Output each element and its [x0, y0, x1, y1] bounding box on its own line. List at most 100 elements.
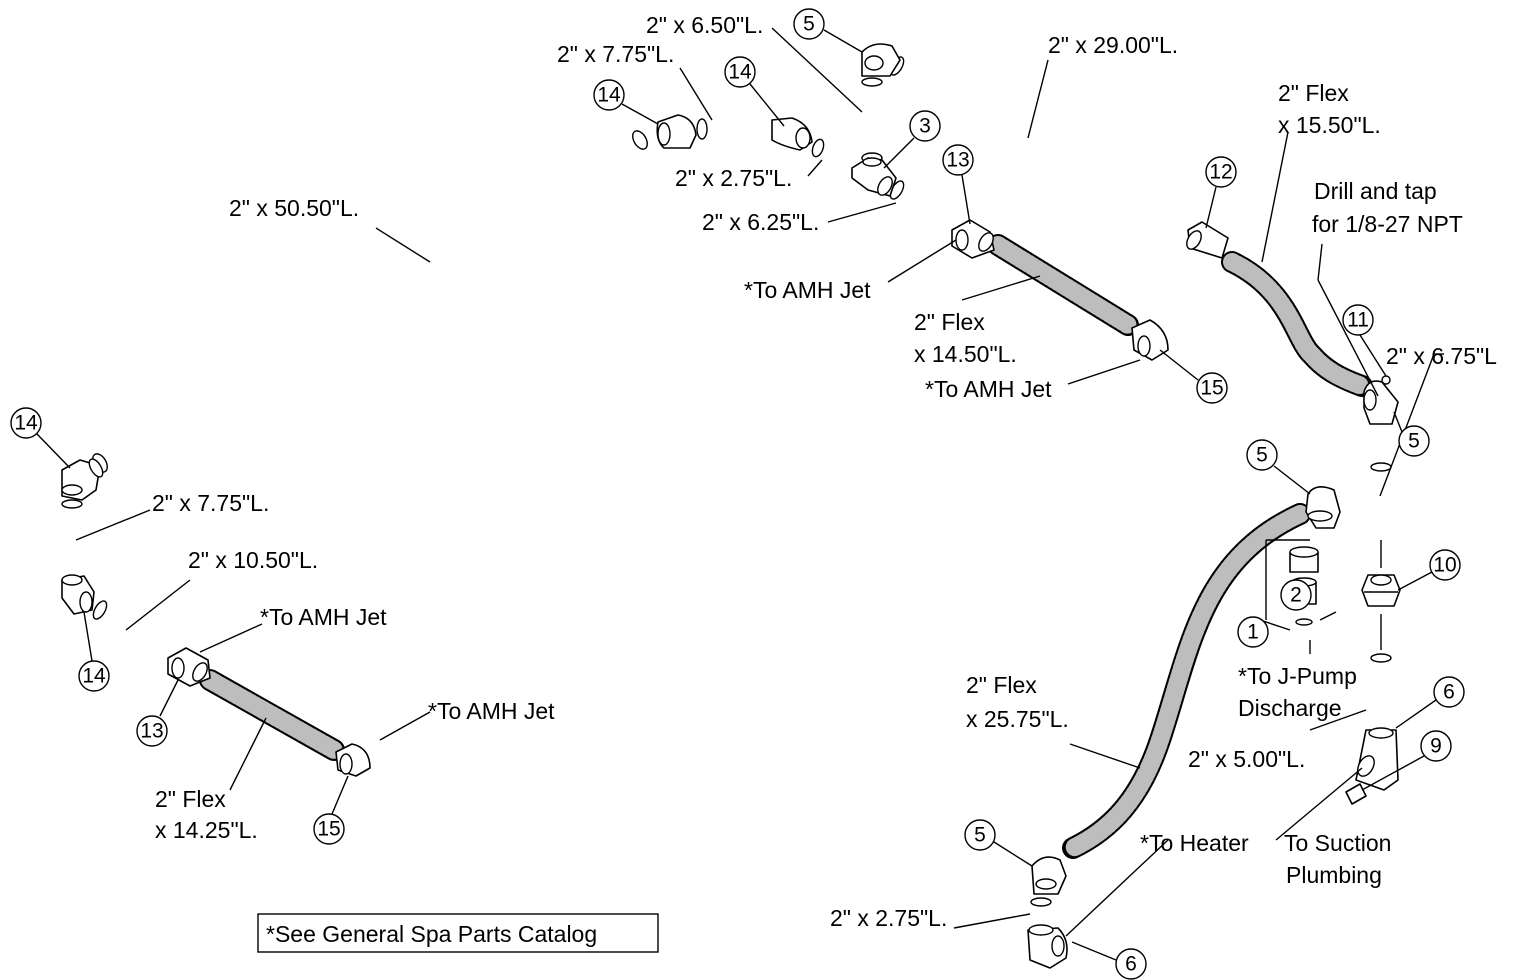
note-box: *See General Spa Parts Catalog — [257, 913, 659, 953]
label-flex-25-75-line1: 2" Flex — [966, 672, 1037, 698]
callout-2: 2 — [1280, 579, 1312, 611]
label-to-suction-line2: Plumbing — [1286, 862, 1382, 888]
leaders — [75, 27, 1444, 937]
callout-bubbles: 14 14 5 3 13 12 11 — [10, 8, 1465, 980]
callout-10: 10 — [1397, 549, 1461, 591]
fittings — [61, 43, 1401, 969]
label-pipe-2-75-top: 2" x 2.75"L. — [675, 165, 792, 191]
union-10 — [1361, 574, 1401, 607]
label-to-heater: *To Heater — [1140, 830, 1249, 856]
callout-9: 9 — [1361, 730, 1452, 791]
svg-text:11: 11 — [1347, 309, 1369, 332]
tee-13-top — [951, 219, 995, 259]
label-to-amh-jet-2: *To AMH Jet — [925, 376, 1052, 402]
svg-text:6: 6 — [1443, 681, 1455, 704]
note-text: *See General Spa Parts Catalog — [266, 921, 597, 947]
svg-text:13: 13 — [140, 720, 163, 743]
labels: 2" x 50.50"L. 2" x 7.75"L. 2" x 6.50"L. … — [152, 12, 1497, 931]
pipe-7-75-left — [61, 497, 83, 576]
elbow-6-bottom — [1027, 924, 1068, 969]
callout-14-top-left: 14 — [593, 79, 659, 125]
pipes — [61, 55, 1392, 932]
label-pipe-10-50: 2" x 10.50"L. — [188, 547, 318, 573]
svg-text:15: 15 — [1200, 377, 1223, 400]
label-flex-15-50-line1: 2" Flex — [1278, 80, 1349, 106]
label-pipe-6-50: 2" x 6.50"L. — [646, 12, 763, 38]
label-pipe-50-50: 2" x 50.50"L. — [229, 195, 359, 221]
elbow-14-top-right — [771, 117, 813, 151]
svg-text:5: 5 — [803, 13, 815, 36]
svg-text:12: 12 — [1209, 161, 1232, 184]
pipe-2-75-bottom — [1030, 894, 1052, 932]
tee-13-left — [167, 647, 211, 687]
elbow-5-top — [861, 43, 901, 77]
svg-text:14: 14 — [82, 665, 106, 688]
callout-12: 12 — [1205, 156, 1237, 229]
flex-25-75 — [1062, 503, 1311, 859]
pipe-2-75-top — [809, 138, 857, 169]
svg-text:9: 9 — [1430, 735, 1442, 758]
label-to-amh-jet-1: *To AMH Jet — [744, 277, 871, 303]
pipe-5-00 — [1370, 650, 1392, 722]
callout-11: 11 — [1342, 304, 1387, 377]
label-to-jpump-line1: *To J-Pump — [1238, 663, 1357, 689]
flex-15-50 — [1221, 251, 1373, 397]
svg-text:14: 14 — [597, 84, 621, 107]
callout-13-top: 13 — [942, 144, 974, 225]
svg-text:14: 14 — [728, 61, 752, 84]
callout-14-left-bottom: 14 — [78, 611, 110, 692]
svg-text:5: 5 — [1256, 444, 1268, 467]
label-pipe-5-00: 2" x 5.00"L. — [1188, 746, 1305, 772]
elbow-15-left — [335, 743, 371, 777]
label-flex-15-50-line2: x 15.50"L. — [1278, 112, 1381, 138]
pipe-7-75-top — [692, 118, 778, 141]
label-to-jpump-line2: Discharge — [1238, 695, 1342, 721]
elbow-14-top-left — [656, 114, 697, 149]
elbow-5-right — [1363, 375, 1399, 425]
callout-6-right: 6 — [1395, 676, 1465, 729]
elbow-5-bottom — [1031, 856, 1067, 895]
svg-text:2: 2 — [1290, 584, 1302, 607]
elbow-5-jpump — [1305, 486, 1341, 529]
callout-1: 1 — [1237, 616, 1269, 648]
svg-text:5: 5 — [974, 824, 986, 847]
callout-13-left: 13 — [136, 679, 179, 747]
flex-14-25 — [199, 669, 345, 761]
pipe-6-25 — [886, 179, 961, 231]
label-to-amh-jet-3: *To AMH Jet — [260, 604, 387, 630]
label-pipe-2-75-bottom: 2" x 2.75"L. — [830, 905, 947, 931]
label-flex-14-50-line1: 2" Flex — [914, 309, 985, 335]
svg-text:13: 13 — [946, 149, 969, 172]
tee-6-right — [1355, 727, 1399, 791]
callout-6-bottom: 6 — [1071, 941, 1147, 980]
callout-3: 3 — [883, 110, 941, 169]
label-flex-14-50-line2: x 14.50"L. — [914, 341, 1017, 367]
label-to-suction-line1: To Suction — [1284, 830, 1391, 856]
pipe-10-50 — [89, 599, 171, 656]
svg-text:10: 10 — [1433, 554, 1456, 577]
svg-text:5: 5 — [1408, 430, 1420, 453]
elbow-15-upper — [1131, 319, 1169, 361]
svg-text:6: 6 — [1125, 953, 1137, 976]
label-flex-14-25-line2: x 14.25"L. — [155, 817, 258, 843]
flex-14-50 — [987, 234, 1139, 336]
flex-hoses — [199, 234, 1373, 859]
callout-14-top-mid: 14 — [724, 56, 785, 127]
label-flex-25-75-line2: x 25.75"L. — [966, 706, 1069, 732]
label-pipe-7-75-left: 2" x 7.75"L. — [152, 490, 269, 516]
coupling-12 — [1186, 221, 1229, 259]
svg-text:1: 1 — [1247, 621, 1259, 644]
label-pipe-7-75-top: 2" x 7.75"L. — [557, 41, 674, 67]
label-drill-line2: for 1/8-27 NPT — [1312, 211, 1463, 237]
svg-text:3: 3 — [919, 115, 931, 138]
plug-9 — [1345, 783, 1367, 805]
pipe-6-50 — [861, 72, 883, 164]
label-drill-line1: Drill and tap — [1314, 178, 1437, 204]
callout-5-bottom: 5 — [964, 819, 1033, 867]
elbow-14-left-bottom — [61, 574, 95, 615]
pipe-50-50 — [89, 129, 651, 474]
callout-5-right: 5 — [1393, 411, 1430, 457]
callout-5-jpump: 5 — [1246, 439, 1311, 495]
label-flex-14-25-line1: 2" Flex — [155, 786, 226, 812]
